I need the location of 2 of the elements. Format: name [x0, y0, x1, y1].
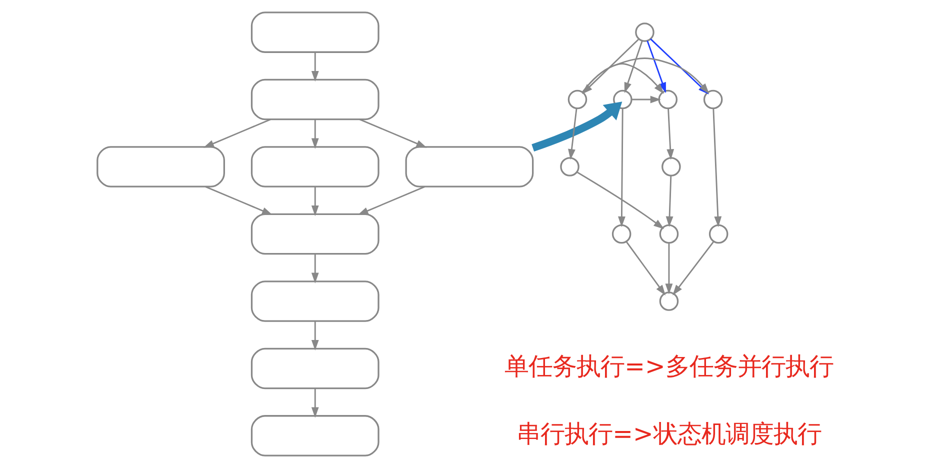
- label: 串行执行=>状态机调度执行: [516, 418, 821, 448]
- label: 单任务执行=>多任务并行执行: [504, 352, 833, 381]
